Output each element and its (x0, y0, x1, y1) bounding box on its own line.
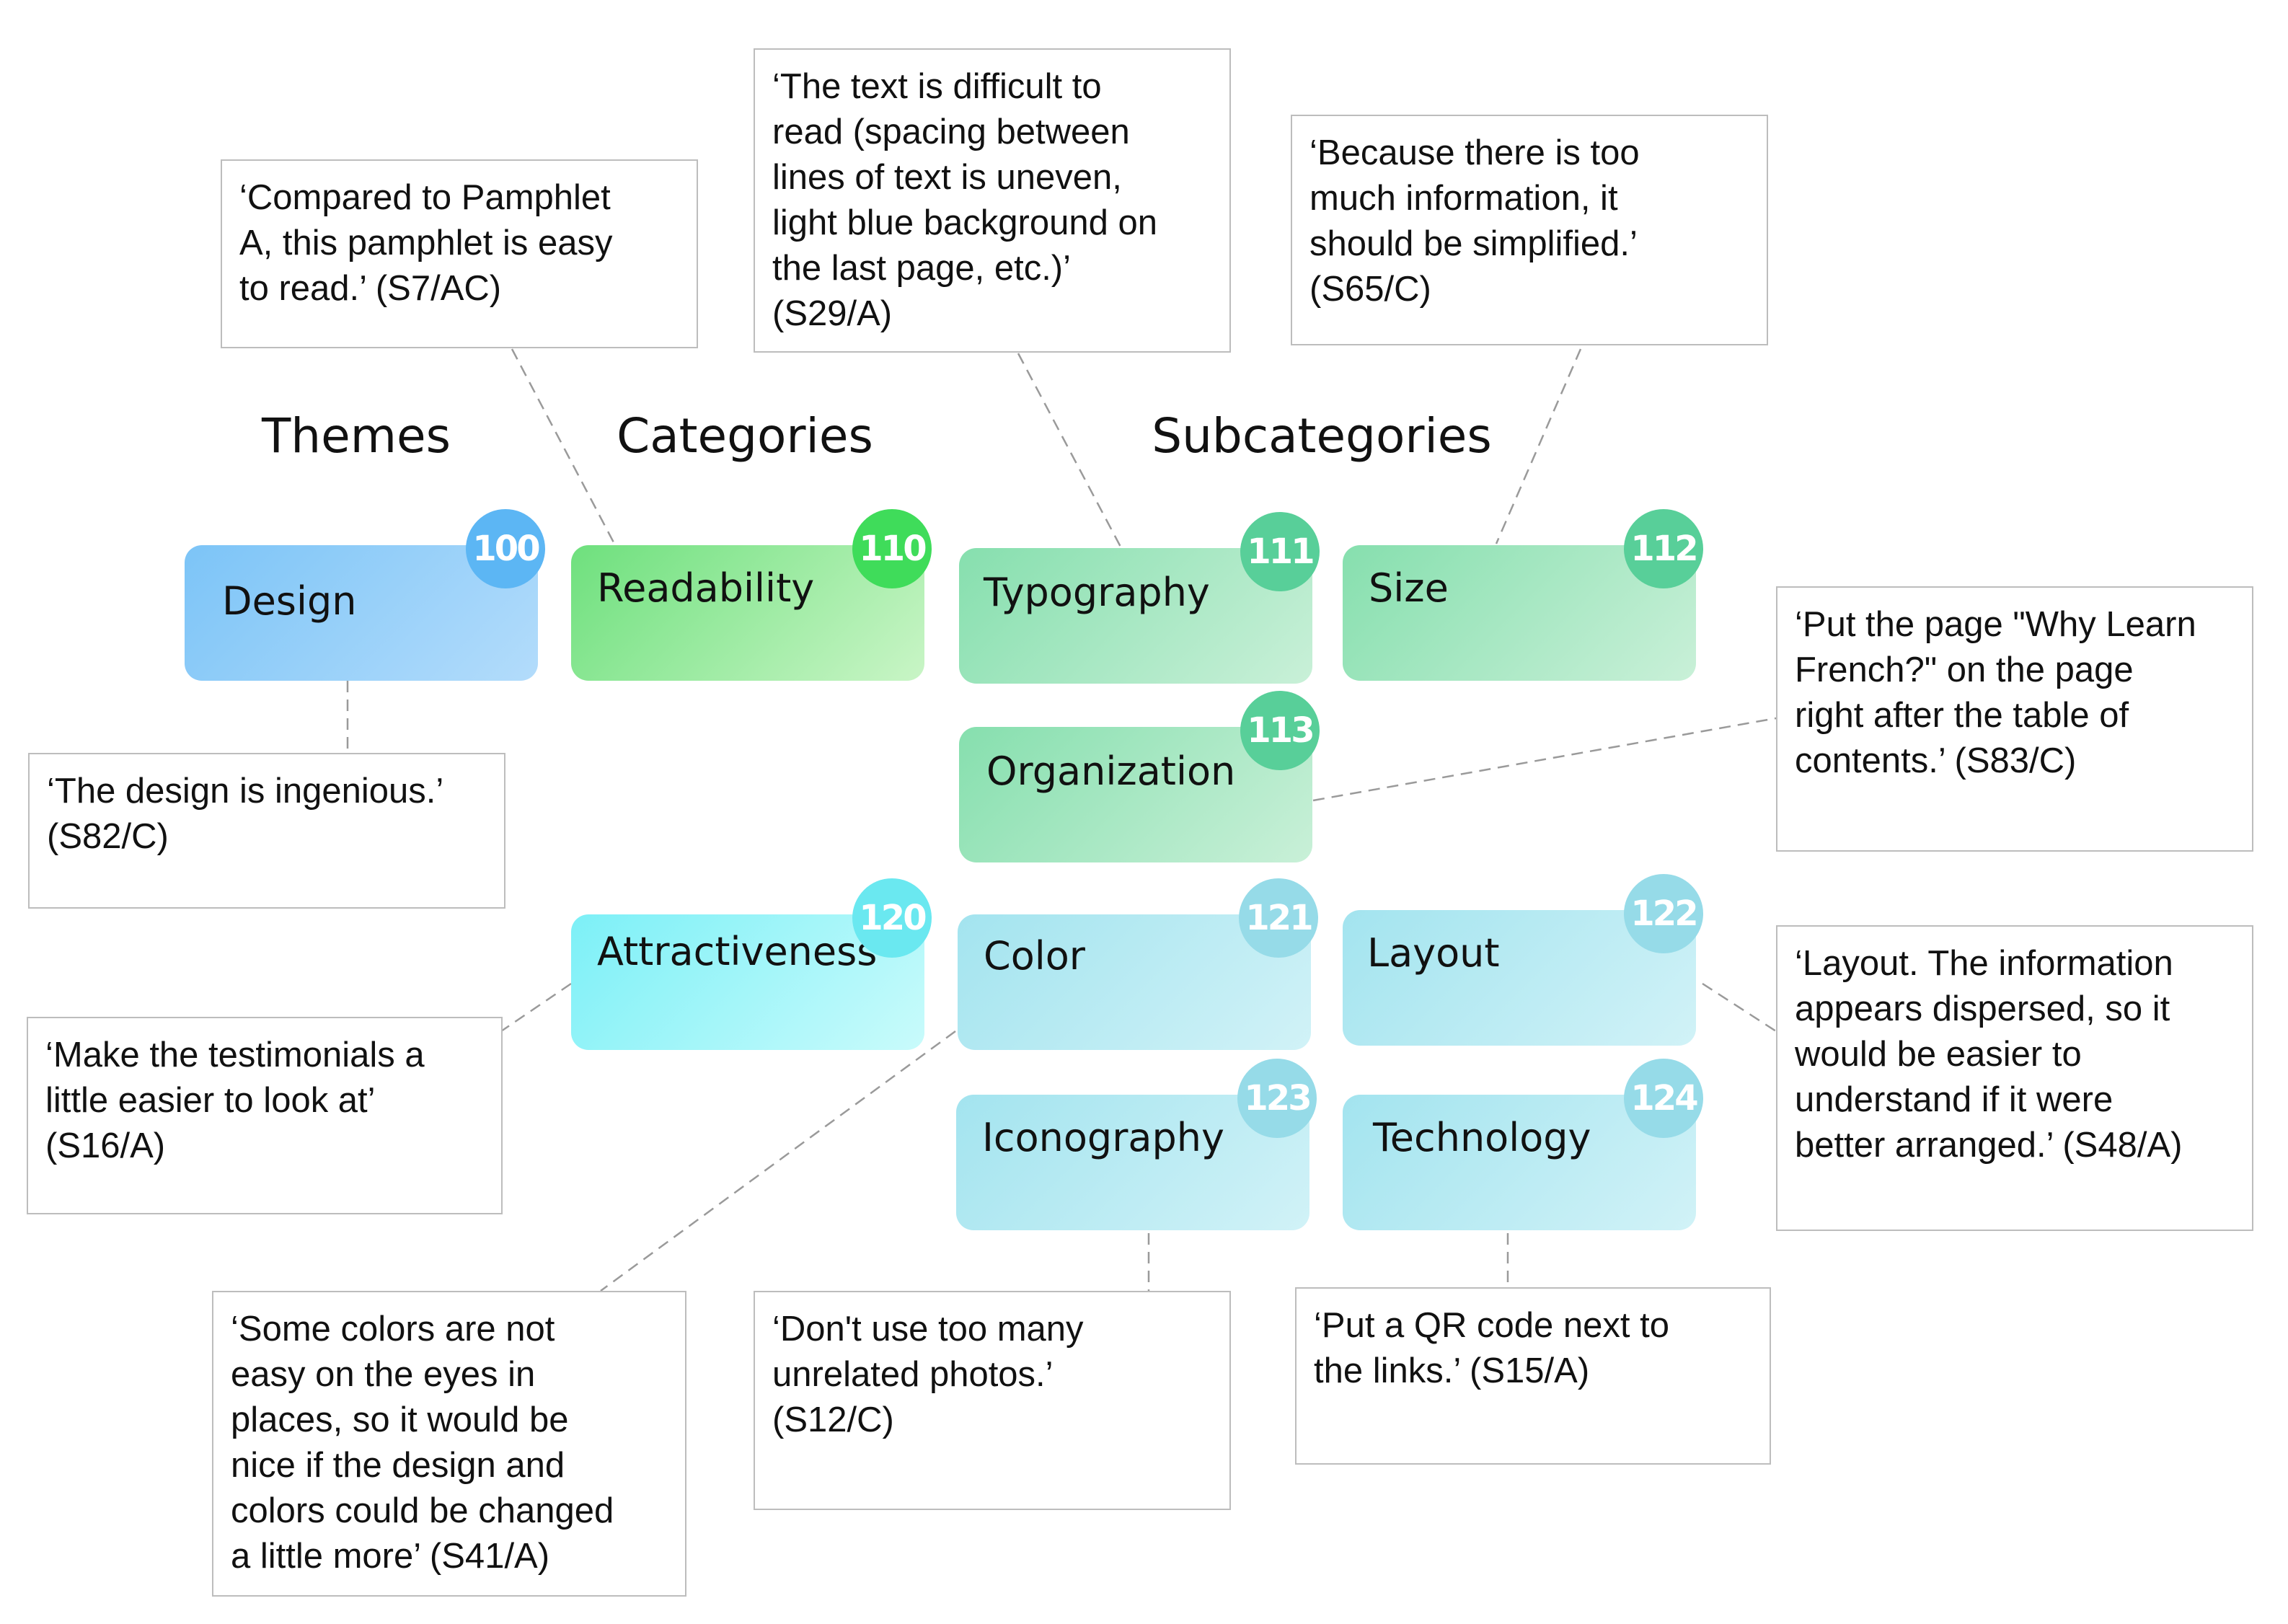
quote-line: unrelated photos.’ (772, 1355, 1054, 1394)
quote-line: ‘Put the page "Why Learn (1795, 605, 2196, 644)
quote-line: ‘The text is difficult to (772, 67, 1102, 106)
heading-categories: Categories (617, 408, 873, 464)
quote-layout: ‘Layout. The information appears dispers… (1776, 925, 2253, 1231)
connector-typography-quote (1017, 353, 1123, 549)
node-readability: Readability 110 (571, 509, 932, 681)
node-label: Size (1369, 565, 1449, 611)
node-number-badge: 124 (1624, 1059, 1703, 1138)
node-number-badge: 100 (466, 509, 545, 588)
node-label: Organization (986, 749, 1236, 794)
quote-design: ‘The design is ingenious.’ (S82/C) (28, 753, 505, 909)
node-size: Size 112 (1343, 509, 1703, 681)
quote-technology: ‘Put a QR code next to the links.’ (S15/… (1295, 1287, 1771, 1465)
quote-line: would be easier to (1795, 1035, 2082, 1074)
quote-typography: ‘The text is difficult to read (spacing … (754, 48, 1231, 353)
quote-line: (S82/C) (47, 817, 169, 856)
quote-line: colors could be changed (231, 1491, 614, 1530)
node-number-badge: 112 (1624, 509, 1703, 588)
node-number-badge: 120 (852, 878, 932, 958)
connector-color-quote (600, 1030, 956, 1292)
quote-line: French?" on the page (1795, 650, 2134, 689)
quote-line: appears dispersed, so it (1795, 989, 2170, 1028)
quote-attractiveness: ‘Make the testimonials a little easier t… (27, 1017, 503, 1214)
node-organization: Organization 113 (959, 691, 1320, 862)
node-design: Design 100 (185, 509, 545, 681)
quote-line: better arranged.’ (S48/A) (1795, 1126, 2183, 1165)
quote-readability: ‘Compared to Pamphlet A, this pamphlet i… (221, 159, 698, 348)
quote-line: (S16/A) (45, 1126, 166, 1165)
quote-line: ‘Make the testimonials a (45, 1036, 425, 1074)
node-iconography: Iconography 123 (956, 1059, 1317, 1230)
node-layout: Layout 122 (1343, 874, 1703, 1046)
quote-line: nice if the design and (231, 1446, 565, 1485)
heading-subcategories: Subcategories (1152, 408, 1492, 464)
quote-line: (S65/C) (1309, 270, 1431, 309)
connector-size-quote (1495, 348, 1582, 544)
node-label: Readability (597, 565, 815, 611)
quote-organization: ‘Put the page "Why Learn French?" on the… (1776, 586, 2253, 852)
node-number-badge: 113 (1240, 691, 1320, 770)
quote-line: a little more’ (S41/A) (231, 1537, 550, 1576)
node-color: Color 121 (958, 878, 1318, 1050)
quote-color: ‘Some colors are not easy on the eyes in… (212, 1291, 686, 1597)
quote-line: ‘Compared to Pamphlet (239, 178, 611, 217)
quote-iconography: ‘Don't use too many unrelated photos.’ (… (754, 1291, 1231, 1510)
quote-line: lines of text is uneven, (772, 158, 1122, 197)
node-typography: Typography 111 (959, 512, 1320, 684)
node-attractiveness: Attractiveness 120 (571, 878, 932, 1050)
quote-line: A, this pamphlet is easy (239, 224, 613, 262)
quote-line: the links.’ (S15/A) (1314, 1351, 1590, 1390)
quote-line: contents.’ (S83/C) (1795, 741, 2077, 780)
node-number-badge: 111 (1240, 512, 1320, 591)
node-label: Technology (1373, 1115, 1591, 1160)
node-number-badge: 110 (852, 509, 932, 588)
quote-line: (S12/C) (772, 1400, 894, 1439)
node-technology: Technology 124 (1343, 1059, 1703, 1230)
quote-line: much information, it (1309, 179, 1618, 218)
heading-themes: Themes (261, 408, 451, 464)
node-label: Design (222, 578, 357, 624)
connector-layout-quote (1702, 982, 1777, 1033)
node-label: Attractiveness (597, 929, 878, 974)
quote-line: to read.’ (S7/AC) (239, 269, 502, 308)
connector-organization-quote (1312, 717, 1777, 802)
quote-line: light blue background on (772, 203, 1157, 242)
quote-line: ‘Because there is too (1309, 133, 1640, 172)
quote-size: ‘Because there is too much information, … (1291, 115, 1768, 345)
quote-line: should be simplified.’ (1309, 224, 1638, 263)
node-label: Typography (984, 570, 1210, 615)
quote-line: ‘Layout. The information (1795, 944, 2173, 983)
node-number-badge: 123 (1237, 1059, 1317, 1138)
node-number-badge: 122 (1624, 874, 1703, 953)
connector-readability-quote (511, 348, 616, 544)
quote-line: right after the table of (1795, 696, 2129, 735)
quote-line: ‘The design is ingenious.’ (47, 772, 444, 811)
quote-line: little easier to look at’ (45, 1081, 376, 1120)
quote-line: ‘Some colors are not (231, 1310, 555, 1349)
node-label: Iconography (982, 1115, 1224, 1160)
quote-line: easy on the eyes in (231, 1355, 536, 1394)
quote-line: understand if it were (1795, 1080, 2113, 1119)
quote-line: places, so it would be (231, 1400, 569, 1439)
quote-line: (S29/A) (772, 294, 893, 333)
quote-line: ‘Don't use too many (772, 1310, 1084, 1349)
quote-line: the last page, etc.)’ (772, 249, 1072, 288)
node-label: Layout (1367, 930, 1500, 976)
connector-attractiveness-quote (500, 982, 572, 1033)
quote-line: ‘Put a QR code next to (1314, 1306, 1669, 1345)
node-label: Color (984, 933, 1085, 979)
quote-line: read (spacing between (772, 112, 1130, 151)
node-number-badge: 121 (1239, 878, 1318, 958)
